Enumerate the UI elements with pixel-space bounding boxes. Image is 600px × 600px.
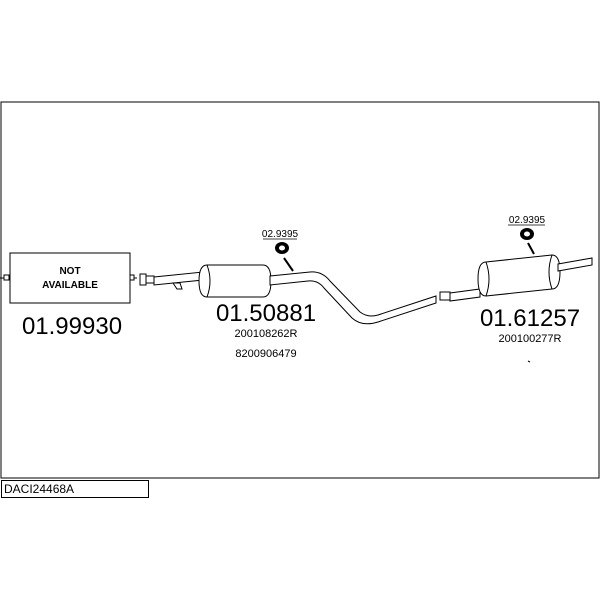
part-number-rear-muffler: 01.61257 [480, 305, 580, 332]
center-section [139, 264, 481, 325]
hanger-number-1: 02.9395 [262, 229, 299, 240]
middle-pipe [269, 271, 437, 325]
center-muffler [198, 264, 272, 298]
inlet-flange [139, 273, 147, 286]
hanger-number-2: 02.9395 [509, 215, 546, 226]
part-ref-center-2: 8200906479 [235, 348, 296, 360]
tail-pipe [557, 257, 593, 272]
part-number-center-muffler: 01.50881 [216, 300, 316, 327]
rear-muffler [477, 254, 561, 297]
part-ref-rear-1: 200100277R [498, 333, 561, 345]
part-ref-center-1: 200108262R [234, 328, 297, 340]
rear-section [477, 254, 593, 363]
pipe-coupling [439, 291, 451, 301]
not-available-part: NOT AVAILABLE [0, 252, 137, 304]
hanger-rubber-2: 02.9395 [508, 215, 546, 255]
not-available-line2: AVAILABLE [42, 280, 98, 291]
hanger-rubber-1: 02.9395 [262, 229, 299, 272]
drawing-code-box: DACI24468A [1, 480, 149, 498]
drawing-code: DACI24468A [4, 482, 75, 496]
not-available-line1: NOT [59, 266, 80, 277]
not-available-box [9, 252, 131, 304]
part-number-not-available: 01.99930 [22, 313, 122, 340]
diagram-frame [0, 101, 600, 479]
